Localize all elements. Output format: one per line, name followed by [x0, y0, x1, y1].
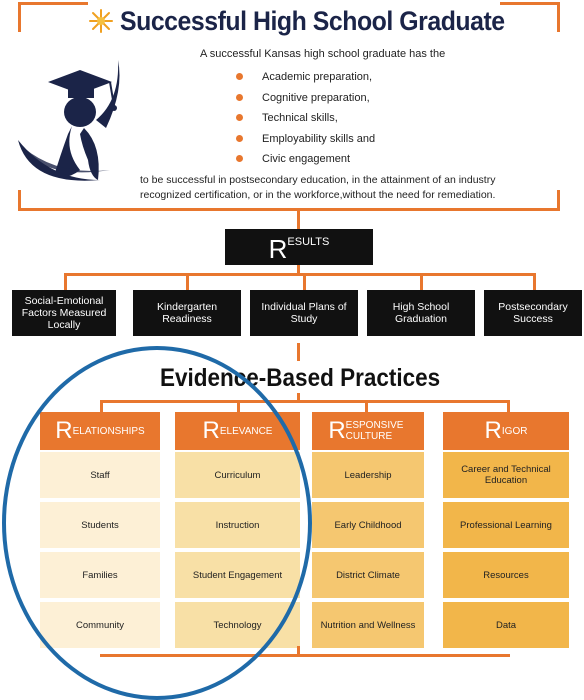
outcome-item: Technical skills,: [236, 111, 375, 132]
results-label: ESULTS: [287, 236, 330, 248]
results-header: R ESULTS: [225, 229, 373, 265]
result-item: Social-Emotional Factors Measured Locall…: [12, 290, 116, 336]
closing-text: to be successful in postsecondary educat…: [140, 174, 496, 201]
column-header-responsive-culture: R ESPONSIVE CULTURE: [312, 412, 424, 450]
outcome-item: Employability skills and: [236, 132, 375, 153]
outcome-item: Academic preparation,: [236, 70, 375, 91]
practice-cell: Career and Technical Education: [443, 452, 569, 498]
bullet-icon: [236, 114, 243, 121]
practice-cell: Early Childhood: [312, 502, 424, 548]
bullet-icon: [236, 93, 243, 101]
column-header-rigor: R IGOR: [443, 412, 569, 450]
bullet-icon: [236, 73, 243, 80]
bullet-icon: [236, 155, 243, 162]
outcome-item: Cognitive preparation,: [236, 91, 375, 112]
outcome-list: Academic preparation, Cognitive preparat…: [236, 70, 375, 173]
outcome-item: Civic engagement: [236, 152, 375, 173]
practice-cell: District Climate: [312, 552, 424, 598]
column-label: ESPONSIVE CULTURE: [345, 420, 404, 442]
column-initial: R: [328, 417, 346, 444]
highlight-circle: [2, 346, 312, 700]
practice-cell: Resources: [443, 552, 569, 598]
result-item: Kindergarten Readiness: [133, 290, 241, 336]
result-item: High School Graduation: [367, 290, 475, 336]
practice-cell: Data: [443, 602, 569, 648]
result-item: Individual Plans of Study: [250, 290, 358, 336]
practice-cell: Leadership: [312, 452, 424, 498]
sparkle-icon: [89, 9, 113, 33]
graduate-icon: [18, 60, 120, 181]
column-body-rigor: Career and Technical Education Professio…: [443, 452, 569, 648]
page-title: Successful High School Graduate: [120, 6, 505, 36]
result-item: Postsecondary Success: [484, 290, 582, 336]
practice-cell: Professional Learning: [443, 502, 569, 548]
column-body-responsive-culture: Leadership Early Childhood District Clim…: [312, 452, 424, 648]
column-initial: R: [484, 417, 502, 444]
practice-cell: Nutrition and Wellness: [312, 602, 424, 648]
results-initial: R: [268, 234, 288, 264]
bullet-icon: [236, 134, 243, 142]
column-label: IGOR: [501, 425, 528, 437]
intro-text: A successful Kansas high school graduate…: [200, 48, 446, 60]
